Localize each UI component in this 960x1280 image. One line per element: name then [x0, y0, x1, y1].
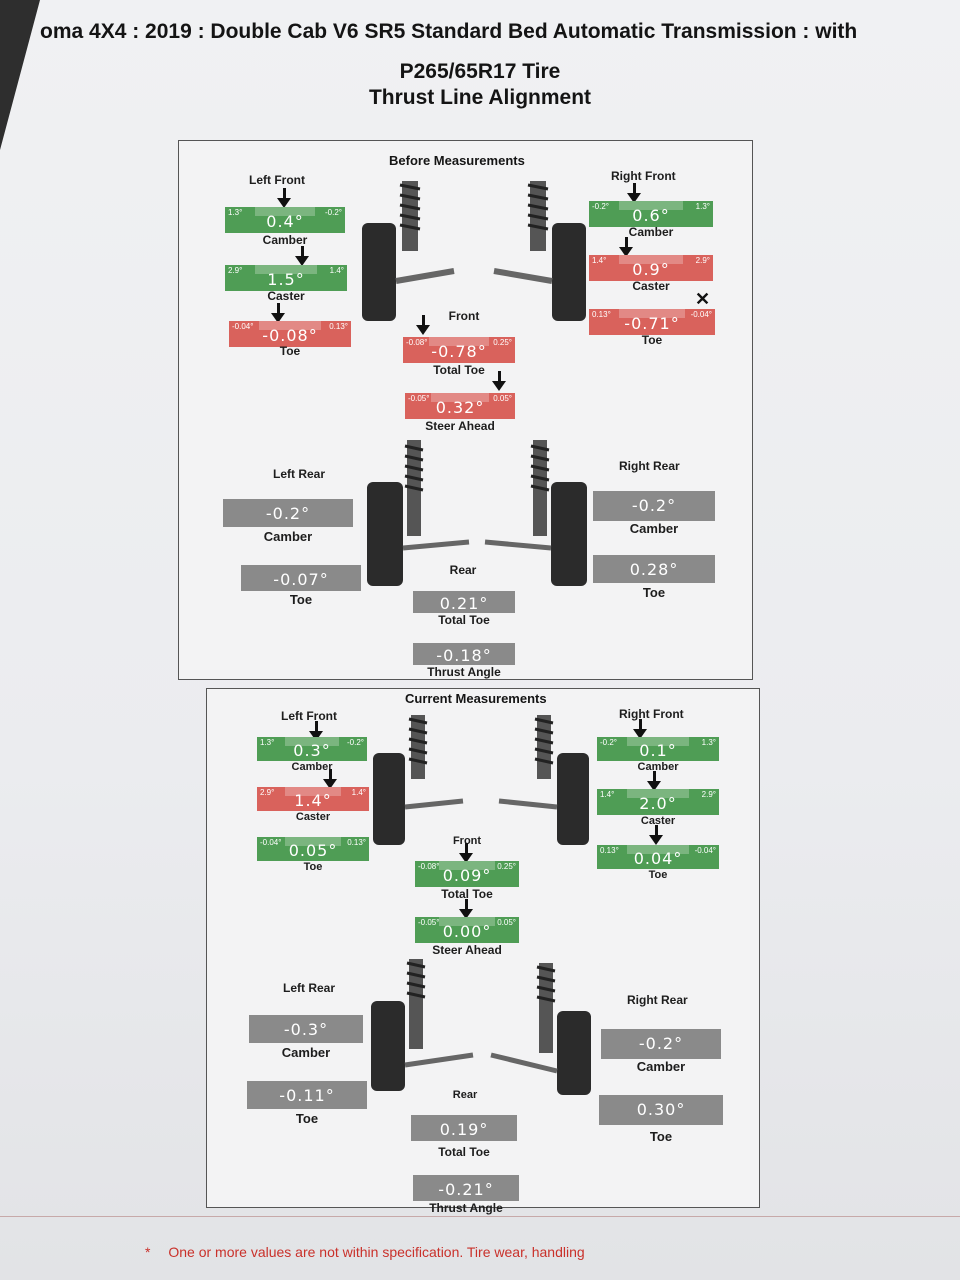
footer-text: One or more values are not within specif…: [168, 1244, 585, 1260]
footer-marker: *: [145, 1244, 151, 1260]
indicator-arrow-icon: [295, 246, 309, 266]
indicator-arrow-icon: [416, 315, 430, 335]
section-title: Before Measurements: [389, 153, 525, 168]
front-total-toe-gauge: -0.08°0.25° 0.09°: [415, 861, 519, 887]
footer-warning: * One or more values are not within spec…: [145, 1244, 585, 1260]
total-toe-label: Total Toe: [438, 1145, 490, 1159]
footer-divider: [0, 1216, 960, 1217]
indicator-arrow-icon: [619, 237, 633, 257]
left-front-toe-gauge: -0.04°0.13° 0.05°: [257, 837, 369, 861]
total-toe-label: Total Toe: [433, 363, 485, 377]
left-rear-toe-gauge: -0.11°: [247, 1081, 367, 1109]
indicator-arrow-icon: [323, 769, 337, 789]
left-front-caster-gauge: 2.9°1.4° 1.5°: [225, 265, 347, 291]
front-label: Front: [452, 835, 482, 847]
right-front-toe-gauge: 0.13°-0.04° -0.71°: [589, 309, 715, 335]
right-rear-camber-gauge: -0.2°: [593, 491, 715, 521]
rear-total-toe-gauge: 0.19°: [411, 1115, 517, 1141]
right-front-title: Right Front: [611, 169, 676, 183]
indicator-arrow-icon: [633, 719, 647, 739]
camber-label: Camber: [263, 529, 313, 544]
caster-label: Caster: [632, 279, 670, 293]
left-front-camber-gauge: 1.3°-0.2° 0.3°: [257, 737, 367, 761]
caster-label: Caster: [295, 811, 331, 823]
steer-ahead-gauge: -0.05°0.05° 0.32°: [405, 393, 515, 419]
camber-label: Camber: [637, 761, 679, 773]
vehicle-title: oma 4X4 : 2019 : Double Cab V6 SR5 Stand…: [40, 20, 858, 43]
indicator-arrow-icon: [627, 183, 641, 203]
left-rear-camber-gauge: -0.2°: [223, 499, 353, 527]
out-of-range-x-icon: ✕: [695, 289, 711, 309]
front-label: Front: [448, 309, 480, 323]
right-front-camber-gauge: -0.2°1.3° 0.1°: [597, 737, 719, 761]
indicator-arrow-icon: [277, 188, 291, 208]
indicator-arrow-icon: [459, 899, 473, 919]
caster-label: Caster: [267, 289, 305, 303]
right-front-title: Right Front: [619, 707, 684, 721]
left-front-title: Left Front: [249, 173, 305, 187]
right-rear-toe-gauge: 0.30°: [599, 1095, 723, 1125]
front-suspension-icon: [362, 181, 586, 321]
total-toe-label: Total Toe: [438, 613, 490, 627]
section-title: Current Measurements: [405, 691, 547, 706]
thrust-angle-label: Thrust Angle: [427, 665, 501, 679]
rear-suspension-icon: [371, 959, 591, 1095]
left-front-title: Left Front: [281, 709, 337, 723]
left-rear-title: Left Rear: [273, 467, 326, 481]
toe-label: Toe: [648, 869, 668, 881]
steer-ahead-gauge: -0.05°0.05° 0.00°: [415, 917, 519, 943]
toe-label: Toe: [303, 861, 323, 873]
front-total-toe-gauge: -0.08°0.25° -0.78°: [403, 337, 515, 363]
rear-label: Rear: [452, 1089, 478, 1101]
background-corner: [0, 0, 40, 150]
left-rear-toe-gauge: -0.07°: [241, 565, 361, 591]
toe-label: Toe: [649, 1129, 673, 1144]
indicator-arrow-icon: [647, 771, 661, 791]
camber-label: Camber: [262, 233, 308, 247]
toe-label: Toe: [289, 592, 313, 607]
toe-label: Toe: [642, 585, 666, 600]
toe-label: Toe: [295, 1111, 319, 1126]
before-measurements-panel: Before Measurements Left Front 1.3°-0.2°…: [178, 140, 753, 680]
indicator-arrow-icon: [309, 721, 323, 741]
current-measurements-panel: Current Measurements Left Front 1.3°-0.2…: [206, 688, 760, 1215]
right-front-toe-gauge: 0.13°-0.04° 0.04°: [597, 845, 719, 869]
thrust-angle-gauge: -0.18°: [413, 643, 515, 665]
right-front-caster-gauge: 1.4°2.9° 2.0°: [597, 789, 719, 815]
right-front-camber-gauge: -0.2°1.3° 0.6°: [589, 201, 713, 227]
indicator-arrow-icon: [492, 371, 506, 391]
steer-ahead-label: Steer Ahead: [432, 943, 502, 957]
rear-total-toe-gauge: 0.21°: [413, 591, 515, 613]
left-rear-camber-gauge: -0.3°: [249, 1015, 363, 1043]
right-rear-title: Right Rear: [619, 459, 680, 473]
rear-suspension-icon: [367, 440, 587, 586]
camber-label: Camber: [636, 1059, 686, 1074]
indicator-arrow-icon: [649, 825, 663, 845]
right-rear-toe-gauge: 0.28°: [593, 555, 715, 583]
left-front-camber-gauge: 1.3°-0.2° 0.4°: [225, 207, 345, 233]
front-suspension-icon: [373, 715, 589, 845]
thrust-angle-label: Thrust Angle: [429, 1201, 503, 1215]
left-front-toe-gauge: -0.04°0.13° -0.08°: [229, 321, 351, 347]
caster-label: Caster: [640, 815, 676, 827]
right-rear-camber-gauge: -0.2°: [601, 1029, 721, 1059]
rear-label: Rear: [449, 563, 477, 577]
camber-label: Camber: [628, 225, 674, 239]
tire-size: P265/65R17 Tire: [399, 60, 561, 83]
camber-label: Camber: [281, 1045, 331, 1060]
left-rear-title: Left Rear: [283, 981, 336, 995]
left-front-caster-gauge: 2.9°1.4° 1.4°: [257, 787, 369, 811]
toe-label: Toe: [279, 344, 301, 358]
right-rear-title: Right Rear: [627, 993, 688, 1007]
indicator-arrow-icon: [271, 303, 285, 323]
indicator-arrow-icon: [459, 843, 473, 863]
alignment-type: Thrust Line Alignment: [368, 86, 592, 109]
right-front-caster-gauge: 1.4°2.9° 0.9°: [589, 255, 713, 281]
camber-label: Camber: [291, 761, 333, 773]
total-toe-label: Total Toe: [441, 887, 493, 901]
camber-label: Camber: [629, 521, 679, 536]
toe-label: Toe: [641, 333, 663, 347]
steer-ahead-label: Steer Ahead: [425, 419, 495, 433]
thrust-angle-gauge: -0.21°: [413, 1175, 519, 1201]
